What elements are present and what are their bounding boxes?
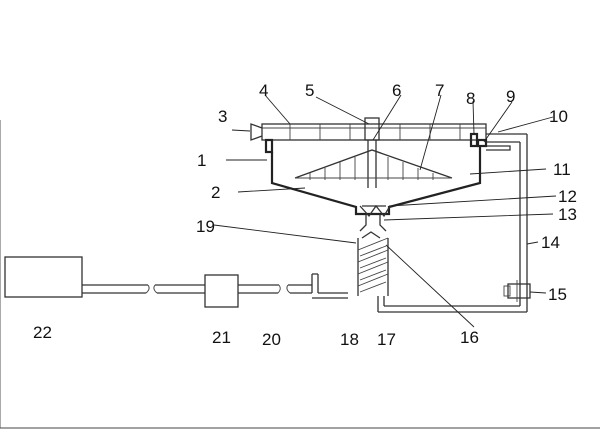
label-15: 15 bbox=[548, 285, 567, 304]
box-22 bbox=[4, 256, 83, 298]
tank-2 bbox=[270, 146, 482, 216]
outlet-13 bbox=[359, 214, 387, 232]
label-8: 8 bbox=[466, 89, 475, 108]
label-20: 20 bbox=[262, 330, 281, 349]
pipe-10 bbox=[486, 133, 527, 151]
label-6: 6 bbox=[392, 81, 401, 100]
shaft-6 bbox=[367, 140, 377, 188]
label-12: 12 bbox=[558, 187, 577, 206]
pipe-18 bbox=[311, 273, 348, 299]
label-19: 19 bbox=[196, 217, 215, 236]
leader-lines bbox=[213, 94, 557, 328]
label-2: 2 bbox=[211, 183, 220, 202]
hopper-12 bbox=[359, 204, 391, 218]
drive-5 bbox=[364, 117, 380, 141]
label-7: 7 bbox=[435, 81, 444, 100]
valve-15 bbox=[503, 280, 531, 302]
frame-lines bbox=[0, 120, 600, 429]
label-22: 22 bbox=[33, 323, 52, 342]
pipe-22-21 bbox=[82, 284, 205, 294]
scraper-7 bbox=[294, 149, 453, 180]
label-21: 21 bbox=[212, 328, 231, 347]
label-1: 1 bbox=[197, 151, 206, 170]
label-4: 4 bbox=[259, 81, 268, 100]
inlet-3 bbox=[250, 123, 263, 141]
label-9: 9 bbox=[506, 87, 515, 106]
pier-1 bbox=[264, 138, 274, 154]
pipe-14 bbox=[519, 134, 528, 312]
spiral-column-16 bbox=[357, 231, 389, 296]
pipe-17 bbox=[377, 296, 527, 313]
label-18: 18 bbox=[340, 330, 359, 349]
pipe-20 bbox=[238, 284, 312, 294]
label-11: 11 bbox=[553, 160, 571, 179]
label-16: 16 bbox=[460, 328, 479, 347]
fitting-9 bbox=[476, 138, 488, 148]
label-5: 5 bbox=[305, 81, 314, 100]
label-14: 14 bbox=[541, 233, 560, 252]
label-3: 3 bbox=[218, 107, 227, 126]
label-13: 13 bbox=[558, 205, 577, 224]
label-17: 17 bbox=[377, 330, 396, 349]
box-21 bbox=[204, 274, 239, 308]
label-10: 10 bbox=[549, 107, 568, 126]
